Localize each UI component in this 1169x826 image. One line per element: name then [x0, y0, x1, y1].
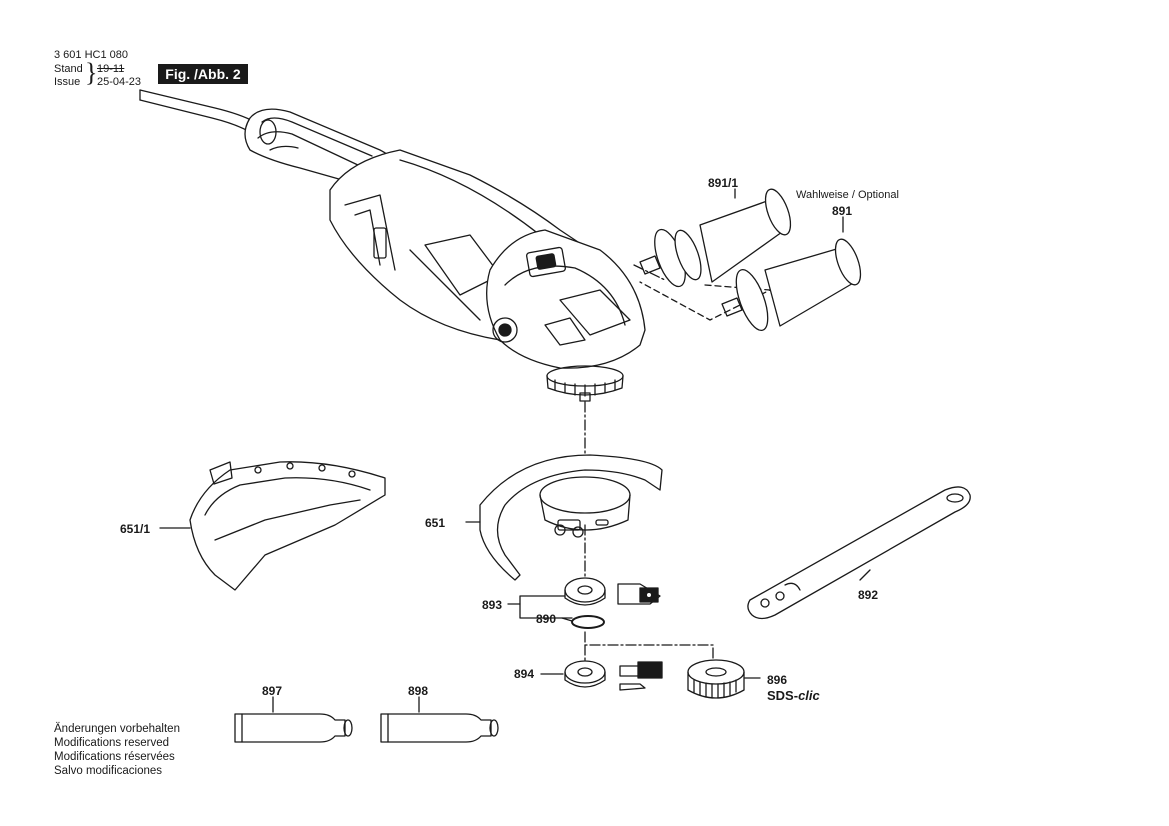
part-label-651-1: 651/1: [120, 522, 151, 536]
part-label-898: 898: [408, 684, 429, 698]
mounting-flange-893: [564, 577, 661, 606]
stand-date: 19-11: [97, 63, 125, 75]
part-label-891-1: 891/1: [708, 176, 739, 190]
issue-label: Issue: [54, 76, 81, 88]
grinding-guard-651: [479, 454, 663, 581]
power-cable: [139, 89, 256, 133]
angle-grinder-body: [244, 108, 646, 402]
optional-note: Wahlweise / Optional: [796, 189, 899, 201]
part-label-651: 651: [425, 516, 446, 530]
side-handle-891-1: [639, 188, 792, 288]
issue-date: 25-04-23: [97, 76, 142, 88]
part-label-892: 892: [858, 588, 879, 602]
figure-label: Fig. /Abb. 2: [158, 64, 248, 84]
sds-clic-logo: SDS-clic: [767, 688, 820, 703]
part-label-893: 893: [482, 598, 503, 612]
two-pin-spanner-892: [747, 486, 971, 620]
clamping-nut-894: [564, 660, 663, 691]
note-fr: Modifications réservées: [54, 751, 175, 763]
part-label-896: 896: [767, 673, 788, 687]
sds-clic-nut-896: [687, 659, 745, 699]
brace-symbol: }: [85, 58, 98, 87]
note-es: Salvo modificaciones: [54, 765, 163, 777]
grease-tube-897: [234, 713, 353, 743]
o-ring-890: [571, 615, 605, 629]
cutting-guard-651-1: [189, 461, 386, 591]
document-number: 3 601 HC1 080: [54, 49, 128, 61]
part-label-894: 894: [514, 667, 535, 681]
part-label-897: 897: [262, 684, 283, 698]
stand-label: Stand: [54, 63, 83, 75]
grease-tube-898: [380, 713, 499, 743]
part-label-891: 891: [832, 204, 853, 218]
modification-notes: Änderungen vorbehalten Modifications res…: [54, 722, 180, 778]
part-label-890: 890: [536, 612, 557, 626]
note-de: Änderungen vorbehalten: [54, 723, 180, 735]
note-en: Modifications reserved: [54, 737, 170, 749]
side-handle-891: [721, 238, 862, 331]
